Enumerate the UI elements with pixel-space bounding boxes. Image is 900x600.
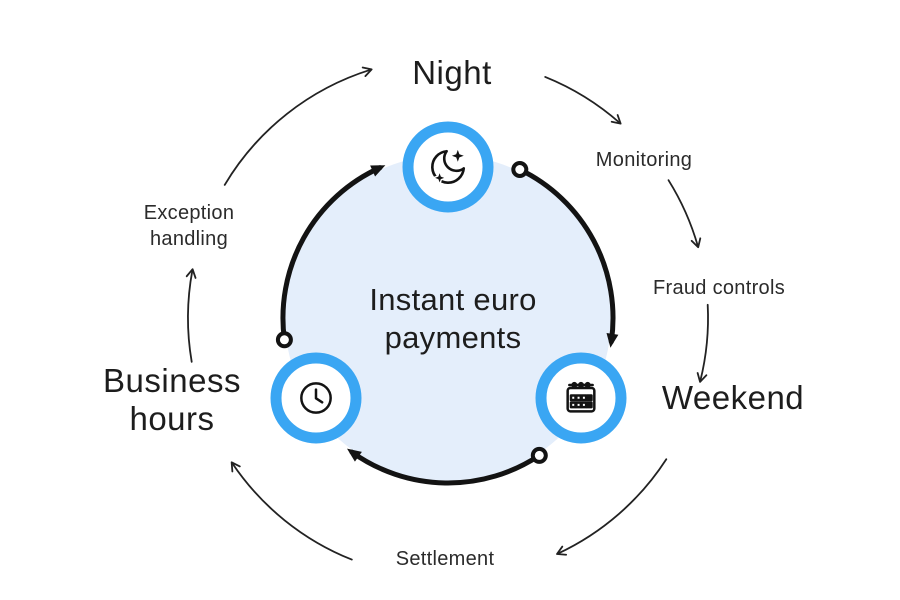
business-hours-label: Business hours — [103, 362, 241, 438]
cycle-arrow-night-to-weekend — [517, 167, 619, 348]
business-hours-label-line2: hours — [129, 400, 215, 437]
center-title-line2: payments — [384, 320, 522, 355]
arrow-exception-to-night — [223, 66, 373, 186]
settlement-label: Settlement — [395, 548, 495, 570]
cycle-start-dot-business — [275, 331, 293, 349]
cycle-arrow-business-to-night — [280, 165, 386, 343]
cycle-start-dot-night — [511, 161, 529, 178]
weekend-label: Weekend — [661, 379, 805, 416]
monitoring-label: Monitoring — [595, 149, 693, 171]
center-title: Instant euro payments — [369, 281, 536, 357]
cycle-start-dot-weekend — [530, 446, 548, 464]
arrow-fraud-to-weekend — [696, 303, 709, 383]
exception-handling-label: Exception handling — [144, 200, 235, 252]
moon-stars-icon — [431, 145, 468, 187]
fraud-controls-label: Fraud controls — [652, 277, 786, 299]
center-title-line1: Instant euro — [369, 282, 537, 317]
outer-arrows — [185, 66, 709, 561]
arrow-business-to-exception — [185, 268, 197, 363]
clock-icon — [300, 382, 332, 414]
arrow-settlement-to-business — [230, 461, 353, 561]
cycle-arrow-weekend-to-business — [347, 448, 542, 486]
arrow-weekend-to-settlement — [556, 458, 668, 556]
center-disc — [285, 155, 611, 481]
arrow-monitoring-to-fraud — [667, 179, 702, 249]
inner-cycle-arrows — [275, 161, 619, 486]
night-label: Night — [412, 54, 492, 91]
business-hours-label-line1: Business — [103, 362, 241, 399]
calendar-icon — [566, 381, 596, 413]
exception-handling-line2: handling — [149, 228, 229, 250]
arrow-night-to-monitoring — [544, 76, 622, 125]
exception-handling-line1: Exception — [143, 202, 235, 224]
